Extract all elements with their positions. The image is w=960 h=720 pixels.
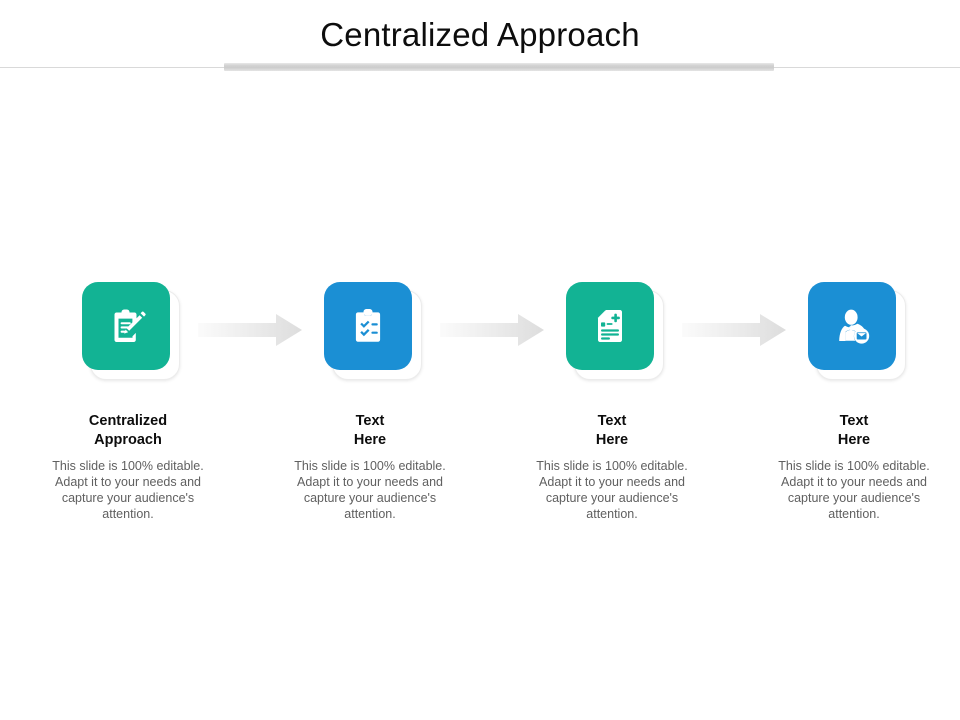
header-accent-bar (224, 63, 774, 71)
page-title: Centralized Approach (320, 16, 640, 53)
caption-block-4: Text Here This slide is 100% editable. A… (763, 412, 945, 522)
step-tile-2[interactable] (324, 282, 422, 380)
caption-body-2: This slide is 100% editable. Adapt it to… (294, 459, 446, 521)
step-tile-4[interactable] (808, 282, 906, 380)
caption-heading-3: Text Here (595, 413, 629, 448)
caption-block-3: Text Here This slide is 100% editable. A… (521, 412, 703, 522)
tile-surface-4[interactable] (808, 282, 896, 370)
caption-body-3: This slide is 100% editable. Adapt it to… (536, 459, 688, 521)
arrow-right-icon-3 (682, 312, 786, 348)
step-tile-3[interactable] (566, 282, 664, 380)
tile-surface-1[interactable] (82, 282, 170, 370)
caption-block-1: Centralized Approach This slide is 100% … (37, 412, 219, 522)
arrow-right-icon-2 (440, 312, 544, 348)
caption-heading-2: Text Here (353, 413, 387, 448)
arrow-right-icon-1 (198, 312, 302, 348)
step-tile-1[interactable] (82, 282, 180, 380)
caption-block-2: Text Here This slide is 100% editable. A… (279, 412, 461, 522)
caption-row: Centralized Approach This slide is 100% … (0, 412, 960, 562)
caption-heading-1: Centralized Approach (88, 413, 168, 448)
tile-surface-2[interactable] (324, 282, 412, 370)
caption-heading-4: Text Here (837, 413, 871, 448)
clipboard-checklist-icon (345, 303, 391, 349)
tile-surface-3[interactable] (566, 282, 654, 370)
clipboard-pencil-icon (103, 303, 149, 349)
caption-body-1: This slide is 100% editable. Adapt it to… (52, 459, 204, 521)
caption-body-4: This slide is 100% editable. Adapt it to… (778, 459, 930, 521)
user-envelope-icon (829, 303, 875, 349)
document-plus-icon (587, 303, 633, 349)
process-flow-row (0, 282, 960, 382)
